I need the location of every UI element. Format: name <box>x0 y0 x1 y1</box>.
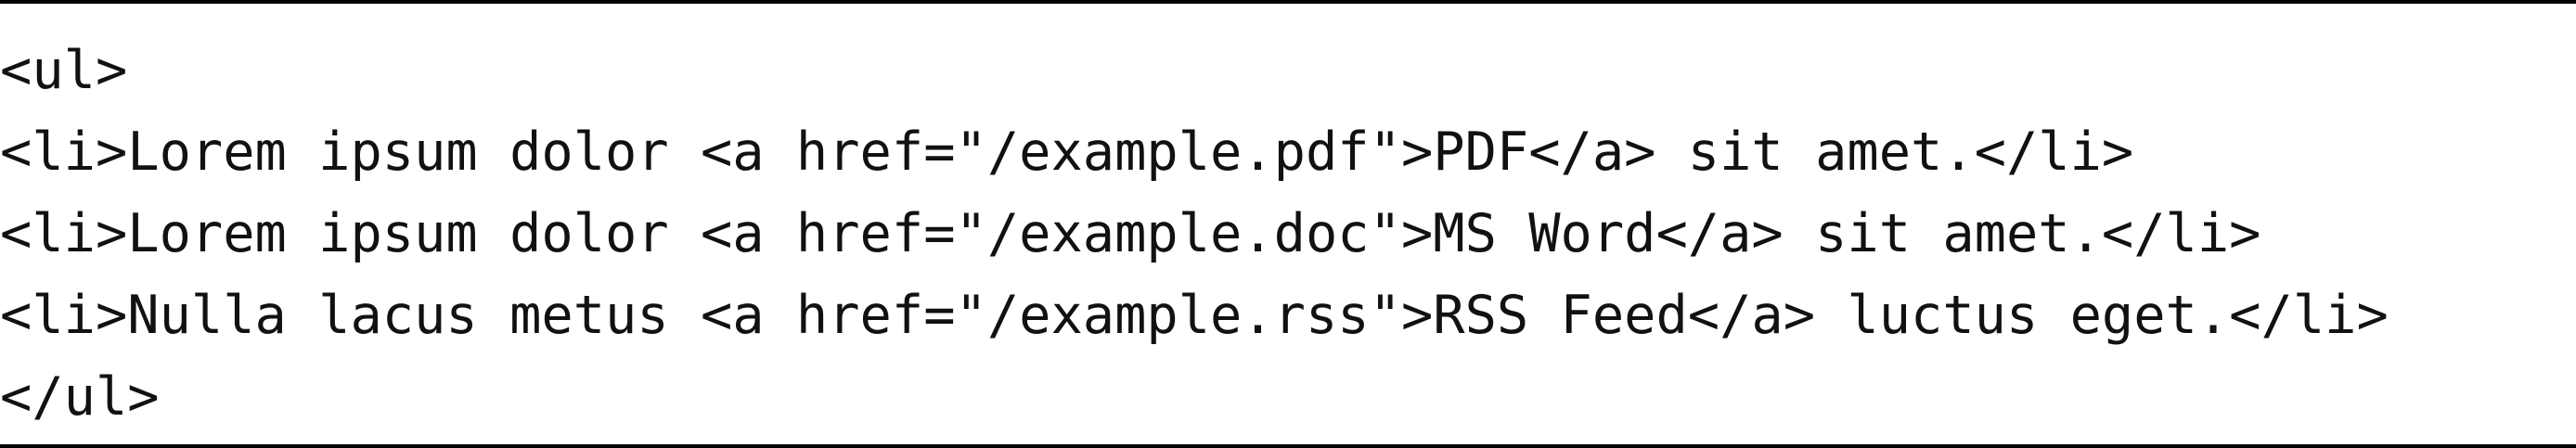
code-line-5: </ul> <box>0 366 160 428</box>
code-lines: <ul> <li>Lorem ipsum dolor <a href="/exa… <box>0 30 2389 438</box>
code-line-1: <ul> <box>0 40 128 101</box>
code-line-3: <li>Lorem ipsum dolor <a href="/example.… <box>0 203 2261 264</box>
code-line-2: <li>Lorem ipsum dolor <a href="/example.… <box>0 122 2134 183</box>
code-line-4: <li>Nulla lacus metus <a href="/example.… <box>0 285 2389 346</box>
